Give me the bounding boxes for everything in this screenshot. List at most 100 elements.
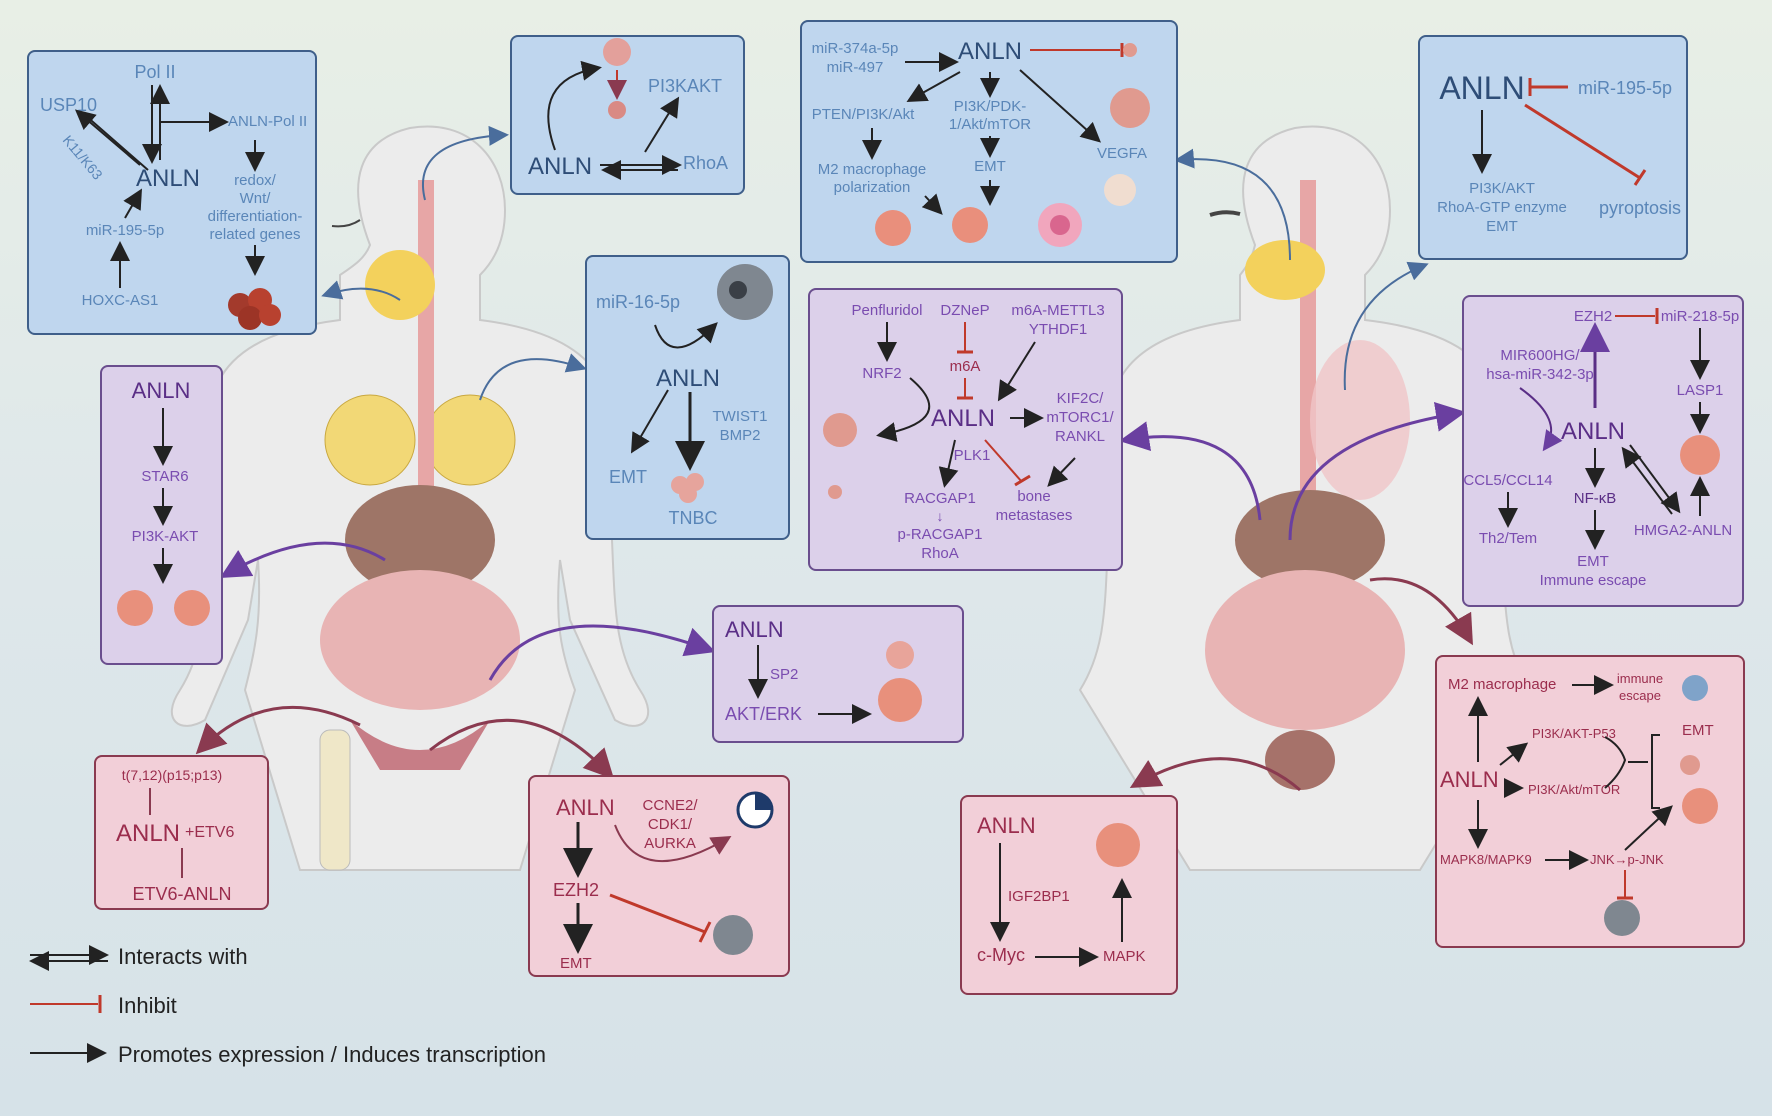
mtorc1-label: mTORC1/ — [1046, 409, 1114, 426]
pi3k-akt-p53-label: PI3K/AKT-P53 — [1532, 726, 1616, 741]
cdk1-label: CDK1/ — [647, 816, 693, 833]
panel-etv6-anln — [94, 755, 269, 910]
mir600-label-2: hsa-miR-342-3p — [1486, 366, 1594, 383]
anln-node-p8: ANLN — [1560, 418, 1626, 445]
th2-label: Th2/Tem — [1478, 530, 1538, 547]
rankl-label: RANKL — [1054, 428, 1106, 445]
tumor-cluster-icon-p12 — [1096, 823, 1140, 867]
anln-node-p13: ANLN — [1440, 767, 1499, 792]
ezh2-label-p8: EZH2 — [1573, 308, 1613, 325]
emt-label-p8: EMT — [1577, 553, 1609, 570]
genes-3: differentiation- — [207, 208, 303, 225]
mapk8-9-label: MAPK8/MAPK9 — [1440, 852, 1532, 867]
inhibit-symbol — [30, 995, 102, 1013]
tumor-cluster-icon-p8 — [1680, 435, 1720, 475]
panel-c-myc — [960, 795, 1178, 995]
emt-label-p13: EMT — [1682, 722, 1714, 739]
rhoa-label: RhoA — [683, 153, 729, 173]
rhoa-label-p7: RhoA — [921, 545, 959, 562]
anln-node-p10: ANLN — [115, 820, 181, 847]
hmga2-label: HMGA2-ANLN — [1633, 522, 1733, 539]
pi3k-akt-label-p6: PI3K-AKT — [131, 528, 199, 545]
plk1-label: PLK1 — [953, 447, 991, 464]
path-2: RhoA-GTP enzyme — [1437, 199, 1567, 216]
ccne2-label: CCNE2/ — [642, 797, 698, 814]
cell-icons-p13 — [1604, 675, 1718, 936]
genes-1: redox/ — [234, 172, 276, 189]
escape-label: escape — [1619, 688, 1661, 703]
ezh2-label-p11: EZH2 — [553, 880, 600, 900]
pol2-label: Pol II — [134, 62, 176, 82]
pdk-label-2: 1/Akt/mTOR — [948, 116, 1032, 133]
etv6-anln-label: ETV6-ANLN — [132, 884, 232, 904]
cancer-cell-icon-p11 — [713, 915, 753, 955]
racgap-arrow: ↓ — [936, 508, 944, 524]
m2-macrophage-label: M2 macrophage — [1448, 676, 1557, 693]
emt-label-p3: EMT — [609, 467, 647, 487]
penfluridol-label: Penfluridol — [851, 302, 923, 319]
panel-pyroptosis — [1418, 35, 1688, 260]
jnk-label: JNK→p-JNK — [1590, 852, 1664, 867]
star6-label: STAR6 — [141, 468, 189, 485]
legend-promotes: Promotes expression / Induces transcript… — [118, 1042, 546, 1067]
anln-node-p2: ANLN — [528, 153, 593, 180]
kif2c-label: KIF2C/ — [1056, 390, 1104, 407]
emt-label-p4: EMT — [974, 158, 1006, 175]
dznep-label: DZNeP — [940, 302, 990, 319]
c-myc-label: c-Myc — [977, 945, 1025, 965]
ythdf1-label: YTHDF1 — [1028, 321, 1088, 338]
bone-label: bone — [1017, 488, 1051, 505]
mir218-label: miR-218-5p — [1660, 308, 1740, 325]
path-3: EMT — [1486, 218, 1518, 235]
legend-inhibit: Inhibit — [118, 993, 177, 1018]
female-body — [170, 125, 650, 871]
m6a-mettl3-label: m6A-METTL3 — [1011, 302, 1105, 319]
tnbc-label: TNBC — [668, 508, 718, 528]
mapk-label: MAPK — [1103, 948, 1146, 965]
anln-pol2-label: ANLN-Pol II — [228, 113, 308, 130]
ccl-label: CCL5/CCL14 — [1463, 472, 1553, 489]
m2-label-2: polarization — [833, 179, 911, 196]
panel-anln-pol2 — [27, 50, 317, 335]
male-body — [1078, 125, 1532, 871]
lasp1-label: LASP1 — [1676, 382, 1724, 399]
sp2-label: SP2 — [770, 666, 799, 683]
tumor-cluster-icon — [117, 590, 210, 626]
mir600-label-1: MIR600HG/ — [1500, 347, 1580, 364]
pten-label: PTEN/PI3K/Akt — [811, 106, 915, 123]
translocation-label: t(7,12)(p15;p13) — [121, 767, 223, 783]
cancer-cell-icon — [717, 264, 773, 320]
cell-cycle-icon — [736, 791, 774, 829]
pi3kakt-label: PI3KAKT — [648, 76, 723, 96]
legend-interacts: Interacts with — [118, 944, 248, 969]
mir195-label: miR-195-5p — [85, 222, 165, 239]
hoxc-label: HOXC-AS1 — [81, 292, 159, 309]
aurka-label: AURKA — [644, 835, 696, 852]
nrf2-label: NRF2 — [862, 365, 902, 382]
m2-label-1: M2 macrophage — [817, 161, 927, 178]
genes-4: related genes — [209, 226, 301, 243]
nfkb-label: NF-κB — [1573, 490, 1617, 507]
tumor-cluster-icon-p9 — [878, 641, 922, 722]
cell-migration-icon — [603, 38, 631, 119]
p-racgap1-label: p-RACGAP1 — [897, 526, 983, 543]
emt-label-p11: EMT — [560, 955, 592, 972]
anln-node-p3: ANLN — [655, 365, 721, 392]
racgap1-label: RACGAP1 — [904, 490, 976, 507]
mir16-label: miR-16-5p — [596, 292, 681, 312]
genes-2: Wnt/ — [239, 190, 271, 207]
akt-erk-label: AKT/ERK — [725, 704, 803, 724]
